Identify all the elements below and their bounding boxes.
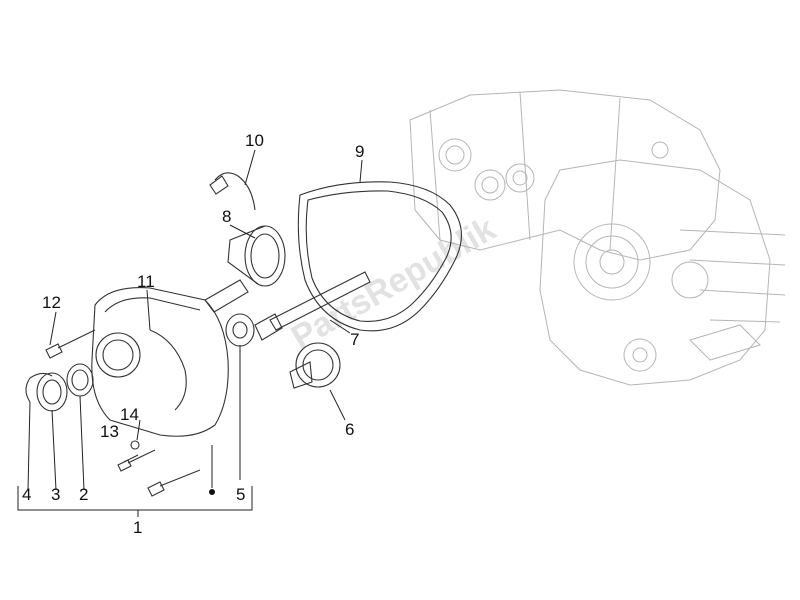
callout-4: 4	[22, 485, 31, 504]
bolt-cover	[147, 469, 201, 497]
callout-13: 13	[100, 422, 119, 441]
washer-14	[130, 440, 140, 450]
gasket-inner	[305, 190, 452, 322]
callout-5: 5	[236, 485, 245, 504]
callout-10: 10	[245, 131, 264, 150]
gear-6	[289, 342, 341, 389]
callout-2: 2	[79, 485, 88, 504]
bearing-3-inner	[42, 379, 62, 405]
bearing-5	[225, 313, 255, 347]
leader-lines	[17, 149, 363, 517]
callout-14: 14	[120, 405, 139, 424]
transmission-cover	[91, 287, 229, 437]
callout-11: 11	[137, 272, 155, 291]
callout-6: 6	[345, 420, 354, 439]
bolt-13	[117, 449, 156, 472]
gasket	[297, 181, 462, 332]
shaft-7	[254, 271, 371, 341]
gear-8	[204, 225, 286, 313]
assembly-marker	[209, 489, 215, 495]
watermark-text: PartsRepublik	[285, 210, 502, 357]
oil-seal-2-inner	[71, 369, 89, 391]
callout-3: 3	[51, 485, 60, 504]
callout-12: 12	[42, 293, 61, 312]
callout-7: 7	[350, 330, 359, 349]
hose-10	[214, 172, 256, 211]
oil-seal-2	[66, 363, 94, 397]
circlip-4	[25, 372, 53, 403]
callout-9: 9	[355, 142, 364, 161]
bolt-12	[45, 329, 96, 359]
callout-1: 1	[133, 518, 142, 537]
bearing-3	[36, 372, 68, 412]
hose-fitting	[209, 175, 229, 195]
callout-8: 8	[222, 207, 231, 226]
